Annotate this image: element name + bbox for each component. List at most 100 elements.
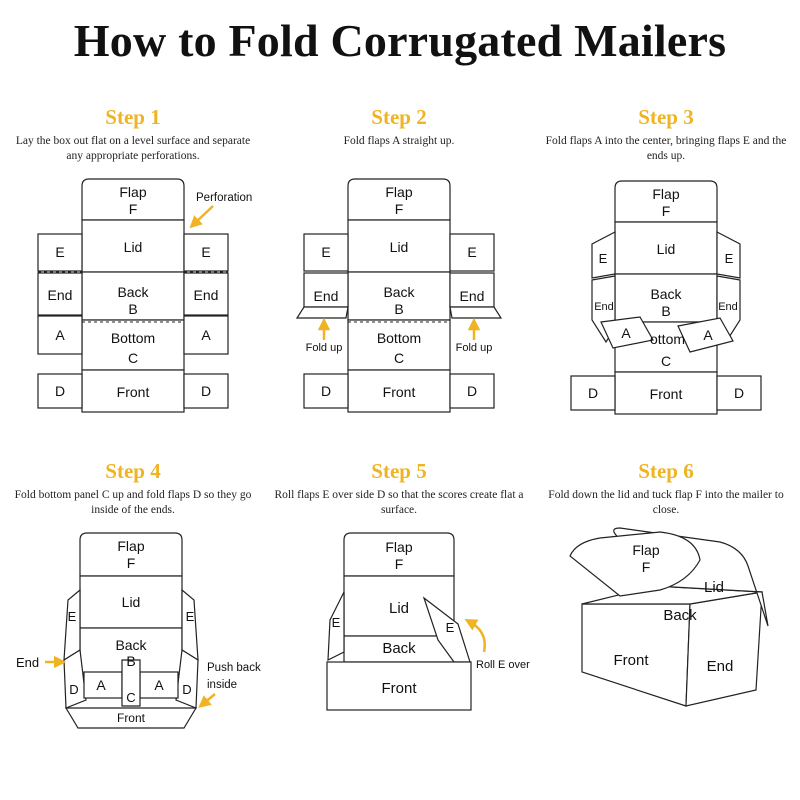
- step2-d-right: D: [467, 383, 477, 399]
- step6-back-label: Back: [663, 607, 697, 624]
- step3-flap-label: Flap: [652, 186, 679, 202]
- step4-lid-label: Lid: [122, 594, 141, 610]
- step4-back-label: Back: [115, 637, 147, 653]
- step4-a-right: A: [154, 677, 164, 693]
- step1-lid-label: Lid: [124, 239, 143, 255]
- step2-e-left: E: [321, 244, 330, 260]
- step1-a-left: A: [55, 327, 65, 343]
- step2-b-label: B: [394, 301, 403, 317]
- step2-c-label: C: [394, 350, 404, 366]
- roll-e-over-arrow-icon: [464, 618, 486, 653]
- step4-e-right: E: [186, 609, 195, 624]
- step1-b-label: B: [128, 301, 137, 317]
- step4-front-label: Front: [117, 711, 146, 725]
- step-2-text: Fold flaps A straight up.: [343, 135, 455, 147]
- step3-bottom-partial-label: ottom: [650, 331, 685, 347]
- step-6-text: Fold down the lid and tuck flap F into t…: [548, 489, 784, 516]
- step2-end-right: End: [460, 288, 485, 304]
- page-title: How to Fold Corrugated Mailers: [73, 15, 727, 66]
- step2-e-right: E: [467, 244, 476, 260]
- step-5-text: Roll flaps E over side D so that the sco…: [274, 489, 524, 516]
- step6-flap-label: Flap: [632, 542, 659, 558]
- step1-end-left: End: [48, 287, 73, 303]
- step1-bottom-label: Bottom: [111, 330, 155, 346]
- step2-d-left: D: [321, 383, 331, 399]
- step3-back-label: Back: [650, 286, 682, 302]
- step6-f-label: F: [642, 559, 651, 575]
- step3-end-right: End: [718, 301, 738, 313]
- step1-d-left: D: [55, 383, 65, 399]
- step3-f-label: F: [662, 203, 671, 219]
- step1-flap-label: Flap: [119, 184, 146, 200]
- push-back-callout-1: Push back: [207, 662, 261, 674]
- step2-front-label: Front: [383, 384, 416, 400]
- push-back-arrow-icon: [198, 693, 216, 709]
- step5-f-label: F: [395, 556, 404, 572]
- step-1-diagram: Flap F Lid Back B Bottom C Front E End A…: [37, 178, 252, 413]
- step6-end-label: End: [707, 658, 734, 675]
- fold-up-left-callout: Fold up: [306, 342, 343, 354]
- step-6-diagram: Flap F Lid Back Front End: [569, 527, 769, 707]
- step1-end-right: End: [194, 287, 219, 303]
- step3-end-left: End: [594, 301, 614, 313]
- push-back-callout-2: inside: [207, 679, 237, 691]
- step3-front-label: Front: [650, 386, 683, 402]
- step2-end-left: End: [314, 288, 339, 304]
- step1-a-right: A: [201, 327, 211, 343]
- step6-front-label: Front: [613, 652, 649, 669]
- step3-e-left: E: [599, 251, 608, 266]
- fold-up-right-callout: Fold up: [456, 342, 493, 354]
- step-5-heading: Step 5: [371, 459, 427, 483]
- step3-a-left: A: [621, 325, 631, 341]
- step-1-text: Lay the box out flat on a level surface …: [15, 135, 251, 162]
- step3-c-label: C: [661, 353, 671, 369]
- step5-back-label: Back: [382, 640, 416, 657]
- step2-lid-label: Lid: [390, 239, 409, 255]
- step1-f-label: F: [129, 201, 138, 217]
- step5-front-label: Front: [381, 680, 417, 697]
- step4-d-left: D: [69, 682, 78, 697]
- step-4-heading: Step 4: [105, 459, 161, 483]
- step-1-heading: Step 1: [105, 105, 161, 129]
- step4-b-label: B: [126, 653, 135, 669]
- step3-e-right: E: [725, 251, 734, 266]
- step5-e-right: E: [446, 620, 455, 635]
- step1-d-right: D: [201, 383, 211, 399]
- step4-flap-label: Flap: [117, 538, 144, 554]
- step2-flap-label: Flap: [385, 184, 412, 200]
- perforation-callout: Perforation: [196, 192, 252, 204]
- step2-bottom-label: Bottom: [377, 330, 421, 346]
- step-3-heading: Step 3: [638, 105, 694, 129]
- step2-back-label: Back: [383, 284, 415, 300]
- step4-d-right: D: [182, 682, 191, 697]
- step-2-heading: Step 2: [371, 105, 427, 129]
- step3-d-right: D: [734, 385, 744, 401]
- step3-lid-label: Lid: [657, 241, 676, 257]
- step-2-diagram: Flap F Lid Back B Bottom C Front E End D…: [295, 178, 503, 413]
- step-6-heading: Step 6: [638, 459, 694, 483]
- step-3-diagram: Flap F Lid Back B ottom C Front E E End …: [570, 180, 762, 415]
- step2-f-label: F: [395, 201, 404, 217]
- step4-a-left: A: [96, 677, 106, 693]
- step1-front-label: Front: [117, 384, 150, 400]
- step-3-text: Fold flaps A into the center, bringing f…: [545, 135, 787, 162]
- perforation-arrow-icon: [189, 205, 214, 229]
- step5-flap-label: Flap: [385, 539, 412, 555]
- step5-lid-label: Lid: [389, 600, 409, 617]
- step1-e-left: E: [55, 244, 64, 260]
- step4-c-label: C: [126, 690, 135, 705]
- step4-e-left: E: [68, 609, 77, 624]
- step1-back-label: Back: [117, 284, 149, 300]
- step1-e-right: E: [201, 244, 210, 260]
- step6-lid-label: Lid: [704, 579, 724, 596]
- step-5-diagram: Flap F Lid Back Front E E Roll E over: [326, 532, 530, 711]
- step3-d-left: D: [588, 385, 598, 401]
- roll-e-over-callout: Roll E over: [476, 659, 530, 671]
- step1-c-label: C: [128, 350, 138, 366]
- step-4-diagram: Flap F Lid Back B C A A E E D D Front En…: [16, 532, 261, 729]
- step4-f-label: F: [127, 555, 136, 571]
- step-4-text: Fold bottom panel C up and fold flaps D …: [14, 489, 252, 516]
- step5-e-left: E: [332, 615, 341, 630]
- step3-a-right: A: [703, 327, 713, 343]
